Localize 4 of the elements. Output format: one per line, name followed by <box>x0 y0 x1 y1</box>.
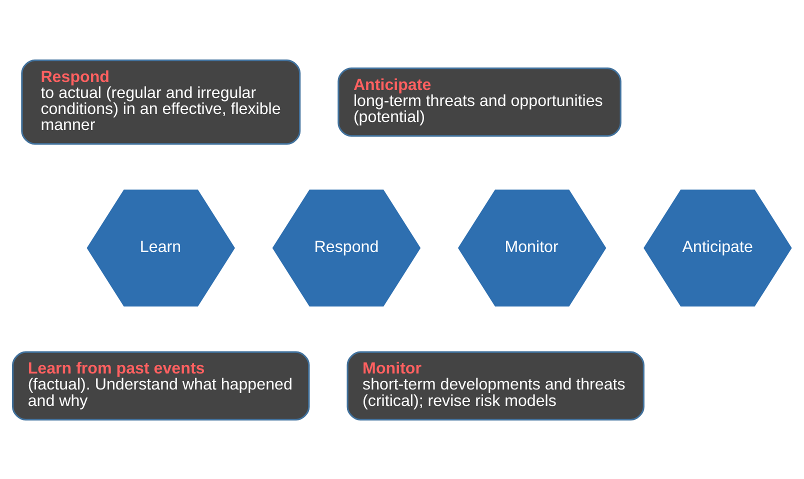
node-box: Monitor short-term developments and threats (critical); revise risk models <box>346 350 644 420</box>
node-box: Learn from past events (factual). Understand what happened and why <box>12 350 310 420</box>
node-box: Respond to actual (regular and irregular conditions) in an effective, flexible manner <box>21 58 301 144</box>
node-box: Anticipate long-term threats and opportunities (potential) <box>338 67 622 136</box>
